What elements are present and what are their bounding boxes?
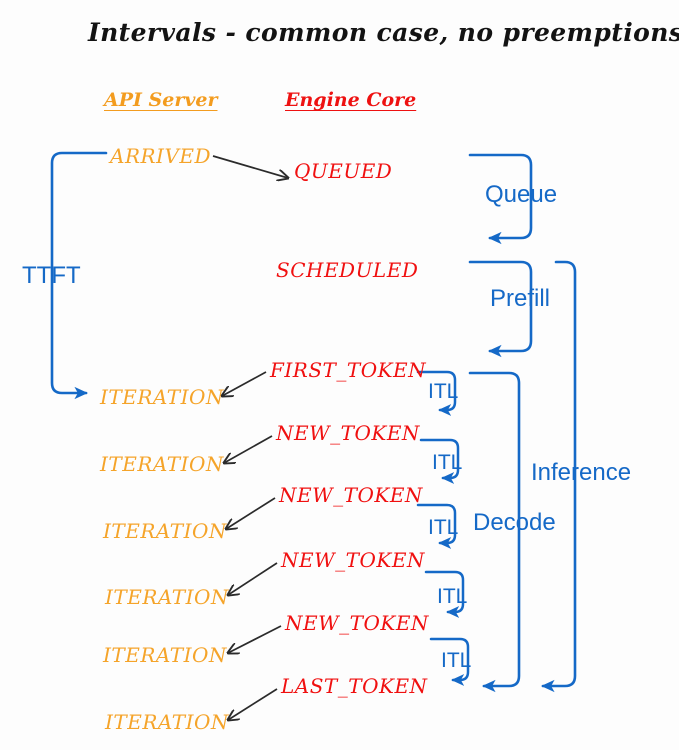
column-header-api-server: API Server	[104, 89, 218, 111]
interval-label-itl-4: ITL	[437, 585, 468, 608]
interval-label-inference: Inference	[531, 459, 632, 486]
event-new-token-1: NEW_TOKEN	[276, 421, 420, 445]
event-iteration-5: ITERATION	[103, 643, 227, 667]
interval-label-ttft: TTFT	[22, 262, 81, 289]
interval-label-itl-5: ITL	[441, 649, 472, 672]
interval-label-itl-1: ITL	[428, 380, 459, 403]
arrow-last-token-to-iteration	[228, 688, 278, 720]
column-header-engine-core: Engine Core	[285, 89, 417, 111]
arrow-new-token-1-to-iteration	[224, 435, 273, 463]
event-arrived: ARRIVED	[110, 144, 212, 168]
event-first-token: FIRST_TOKEN	[270, 358, 427, 382]
event-queued: QUEUED	[294, 159, 393, 183]
event-last-token: LAST_TOKEN	[281, 674, 428, 698]
page-title: Intervals - common case, no preemptions	[88, 18, 679, 47]
event-iteration-6: ITERATION	[105, 710, 229, 734]
event-iteration-1: ITERATION	[100, 385, 224, 409]
interval-label-prefill: Prefill	[490, 285, 551, 312]
arrow-new-token-3-to-iteration	[228, 562, 278, 595]
interval-label-itl-3: ITL	[428, 516, 459, 539]
interval-label-itl-2: ITL	[432, 451, 463, 474]
arrow-new-token-4-to-iteration	[228, 625, 282, 653]
event-iteration-4: ITERATION	[105, 585, 229, 609]
interval-label-decode: Decode	[473, 509, 556, 536]
event-scheduled: SCHEDULED	[276, 258, 419, 282]
event-new-token-3: NEW_TOKEN	[281, 548, 425, 572]
event-new-token-2: NEW_TOKEN	[279, 483, 423, 507]
event-iteration-2: ITERATION	[100, 452, 224, 476]
arrow-first-token-to-iteration	[222, 371, 267, 396]
interval-label-queue: Queue	[485, 181, 558, 208]
event-new-token-4: NEW_TOKEN	[285, 611, 429, 635]
arrow-new-token-2-to-iteration	[226, 497, 276, 529]
arrow-arrived-to-queued	[212, 155, 288, 178]
event-iteration-3: ITERATION	[103, 519, 227, 543]
